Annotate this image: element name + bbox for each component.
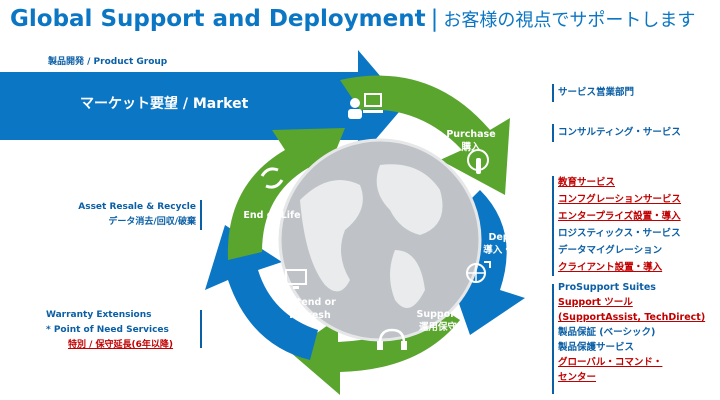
title-main: Global Support and Deployment — [10, 6, 426, 32]
support-en: Support — [416, 309, 460, 320]
deploy-en: Deploy — [488, 232, 526, 243]
product-group-label: 製品開発 / Product Group — [48, 57, 168, 67]
warranty-line1: Warranty Extensions — [46, 310, 152, 320]
support-title: ProSupport Suites — [558, 282, 656, 293]
support-item: 製品保護サービス — [558, 342, 635, 353]
purchase-item-1: サービス営業部門 — [558, 87, 635, 98]
support-item: 製品保証 (ベーシック) — [558, 327, 656, 338]
warranty-line2: * Point of Need Services — [46, 325, 169, 335]
extend-label: Extend or Refresh — [275, 296, 345, 322]
deploy-item: データマイグレーション — [558, 245, 663, 256]
asset-note: Asset Resale & Recycle データ消去/回収/破棄 — [78, 200, 196, 230]
extend-en2: Refresh — [289, 310, 331, 321]
purchase-en: Purchase — [446, 129, 496, 140]
deploy-divider — [552, 176, 554, 276]
deploy-item: エンタープライズ設置・導入 — [558, 211, 681, 222]
title-subtitle: お客様の視点でサポートします — [443, 10, 696, 31]
support-label: Support 運用保守 — [408, 308, 468, 334]
deploy-item: 教育サービス — [558, 177, 616, 188]
extend-en: Extend or — [284, 297, 336, 308]
user-computer-icon — [348, 93, 383, 119]
globe-arrow-icon — [466, 261, 491, 283]
support-item: Support ツール — [558, 297, 633, 308]
asset-line1: Asset Resale & Recycle — [78, 202, 196, 212]
eol-label: End of Life — [243, 210, 301, 221]
deploy-jp: 導入・展開 — [483, 245, 531, 256]
purchase-divider-1 — [552, 84, 554, 102]
support-item: グローバル・コマンド・ — [558, 357, 663, 368]
deploy-item: クライアント設置・導入 — [558, 262, 663, 273]
asset-divider — [200, 200, 202, 230]
refresh-icon — [260, 167, 284, 189]
support-item: センター — [558, 372, 597, 383]
support-divider — [552, 284, 554, 394]
deploy-label: Deploy 導入・展開 — [472, 231, 542, 257]
asset-line2: データ消去/回収/破棄 — [108, 217, 196, 227]
headset-icon — [377, 328, 407, 350]
purchase-divider-2 — [552, 124, 554, 142]
support-jp: 運用保守 — [418, 322, 457, 333]
warranty-note: Warranty Extensions * Point of Need Serv… — [46, 308, 173, 353]
purchase-segment — [340, 75, 510, 195]
page-title: Global Support and Deployment|お客様の視点でサポー… — [10, 6, 695, 32]
warranty-divider — [200, 310, 202, 348]
purchase-item-2: コンサルティング・サービス — [558, 127, 681, 138]
deploy-item: ロジスティックス・サービス — [558, 228, 681, 239]
eol-segment — [227, 128, 345, 260]
deploy-item: コンフグレーションサービス — [558, 194, 682, 205]
support-list: ProSupport Suites Support ツール (SupportAs… — [558, 280, 705, 385]
purchase-jp: 購入 — [461, 142, 481, 153]
deploy-list: 教育サービス コンフグレーションサービス エンタープライズ設置・導入 ロジスティ… — [558, 174, 681, 276]
support-item: (SupportAssist, TechDirect) — [558, 312, 706, 323]
touch-icon — [467, 149, 489, 174]
title-separator: | — [430, 6, 439, 32]
market-label: マーケット要望 / Market — [80, 96, 249, 112]
purchase-label: Purchase 購入 — [436, 128, 506, 154]
monitor-icon — [285, 269, 307, 289]
warranty-line3: 特別 / 保守延長(6年以降) — [68, 340, 174, 350]
